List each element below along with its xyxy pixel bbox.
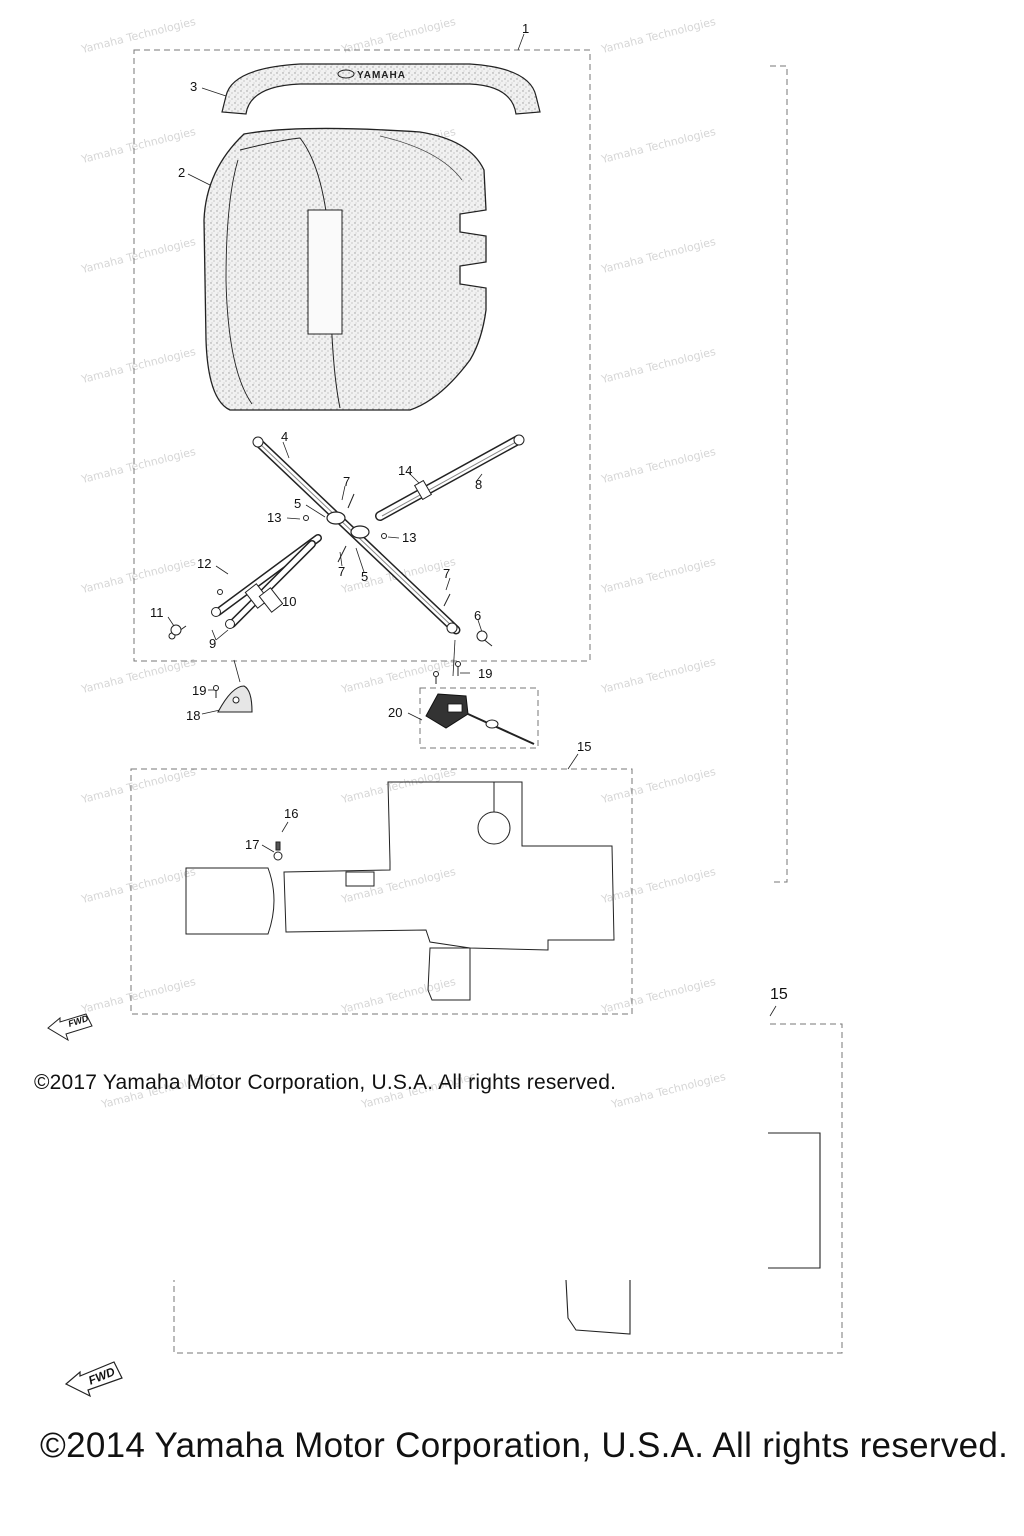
callout-7a: 7 — [343, 474, 351, 489]
callout-14: 14 — [398, 463, 413, 478]
brand-label: YAMAHA — [357, 70, 406, 81]
latch-kit-box — [419, 687, 539, 749]
cover-assembly-box — [133, 49, 591, 662]
callout-1: 1 — [522, 21, 530, 36]
callout-18: 18 — [186, 708, 201, 723]
fwd-arrow-icon — [47, 1013, 93, 1042]
pole-tube-part — [375, 434, 525, 521]
lower-mat-part — [565, 1132, 821, 1335]
callout-12: 12 — [197, 556, 212, 571]
callout-16: 16 — [284, 806, 299, 821]
fwd-arrow-icon — [64, 1361, 123, 1398]
boat-cover-part — [203, 127, 487, 411]
support-pole-part — [252, 436, 461, 635]
right-bracket — [770, 65, 788, 883]
callout-7b: 7 — [338, 564, 346, 579]
lower-mat-box — [173, 1023, 843, 1354]
callout-11: 11 — [150, 605, 164, 620]
callout-19b: 19 — [478, 666, 493, 681]
callout-5a: 5 — [294, 496, 302, 511]
callout-15b: 15 — [770, 986, 788, 1003]
callout-13b: 13 — [402, 530, 417, 545]
left-pole-bundle-part — [211, 534, 322, 629]
callout-2: 2 — [178, 165, 186, 180]
grab-handle-part: YAMAHA — [221, 63, 541, 115]
callout-19a: 19 — [192, 683, 207, 698]
copyright-2014: ©2014 Yamaha Motor Corporation, U.S.A. A… — [40, 1426, 1009, 1465]
copyright-2017: ©2017 Yamaha Motor Corporation, U.S.A. A… — [34, 1071, 617, 1094]
callout-4: 4 — [281, 429, 289, 444]
mat-kit-part — [185, 781, 615, 1001]
callout-3: 3 — [190, 79, 198, 94]
callout-8: 8 — [475, 477, 483, 492]
mat-kit-box — [130, 768, 633, 1015]
callout-20: 20 — [388, 705, 403, 720]
callout-7c: 7 — [443, 566, 451, 581]
callout-6: 6 — [474, 608, 482, 623]
callout-10: 10 — [282, 594, 297, 609]
callout-15a: 15 — [577, 739, 592, 754]
callout-17: 17 — [245, 837, 260, 852]
mount-bracket-part — [217, 685, 253, 713]
callout-9: 9 — [209, 636, 217, 651]
latch-part — [425, 693, 535, 745]
callout-13a: 13 — [267, 510, 282, 525]
callout-5b: 5 — [361, 569, 369, 584]
